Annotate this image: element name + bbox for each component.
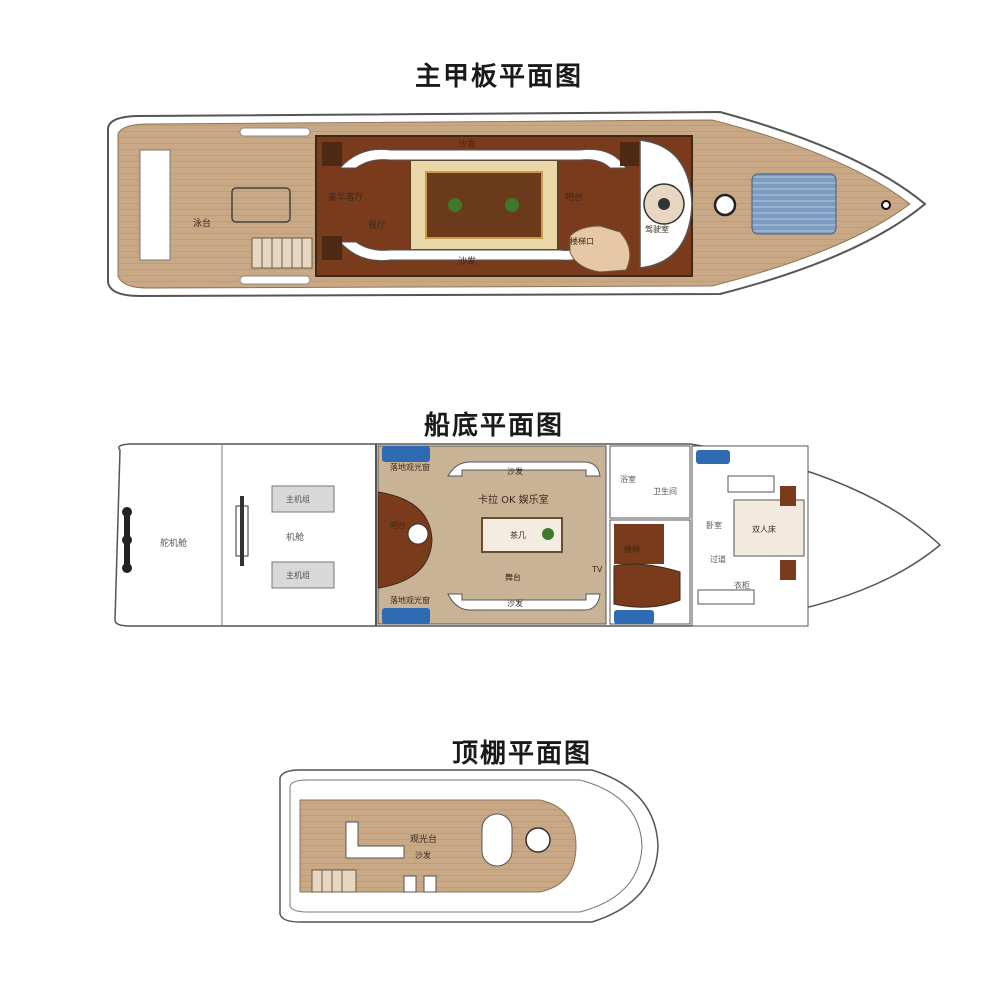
ktv-sofa-bottom <box>447 593 601 611</box>
chair-icon <box>322 142 342 166</box>
bow-sunpad <box>751 173 837 235</box>
main-deck-plan: 泳台 沙发 沙发 豪华客厅 餐厅 吧台 驾驶室 <box>107 110 927 298</box>
top-stairs <box>311 869 357 893</box>
window-top-label: 落地观光窗 <box>390 462 430 472</box>
bed <box>733 499 805 557</box>
window-top-right <box>696 450 730 464</box>
main-engine-top <box>271 485 335 513</box>
bath-right-label: 卫生间 <box>653 486 677 496</box>
side-rail-bottom <box>239 275 311 285</box>
top-helm-wheel-icon <box>525 827 551 853</box>
salon-label: 豪华客厅 <box>328 191 364 203</box>
ktv-sofa-top-label: 沙发 <box>507 466 523 476</box>
bar-label: 吧台 <box>565 191 583 203</box>
top-helm-seat <box>481 813 513 867</box>
ktv-bar <box>377 491 433 589</box>
desk <box>727 475 775 493</box>
bed-label: 双人床 <box>752 524 776 534</box>
aft-stairs <box>251 237 313 269</box>
aft-deck-label: 泳台 <box>193 217 211 229</box>
bath-room <box>609 445 691 519</box>
helm-label: 驾驶室 <box>645 224 669 234</box>
top-deck-title: 顶棚平面图 <box>452 739 593 769</box>
sofa-top-label: 沙发 <box>458 138 476 150</box>
spiral-stair-hull <box>613 563 681 608</box>
window-top-left <box>382 446 430 462</box>
top-deck-plan: 观光台 沙发 <box>279 769 659 923</box>
steering-label: 舵机舱 <box>160 537 187 549</box>
stage-label: 舞台 <box>505 572 521 582</box>
hull-plan-title: 船底平面图 <box>424 411 565 441</box>
plant-icon <box>505 198 519 212</box>
window-bottom-label: 落地观光窗 <box>390 595 430 605</box>
window-bottom-left <box>382 608 430 624</box>
window-bottom-mid <box>614 610 654 624</box>
wardrobe-label: 衣柜 <box>734 580 750 590</box>
main-engine-bottom-label: 主机组 <box>286 570 310 580</box>
ktv-sofa-top <box>447 461 601 477</box>
chair-icon <box>322 236 342 260</box>
tea-table-label: 茶几 <box>510 530 526 540</box>
plant-icon <box>542 528 554 540</box>
hatch-ring-icon <box>713 193 737 217</box>
ktv-bar-label: 吧台 <box>390 520 406 530</box>
aft-hatch <box>231 187 291 223</box>
chair-icon <box>620 142 642 166</box>
tv-right-label: TV <box>591 565 603 574</box>
sundeck-label: 观光台 <box>410 833 437 845</box>
bedroom-label: 卧室 <box>706 520 722 530</box>
salon-carpet-inner <box>425 171 543 239</box>
shaft-icon <box>235 496 249 566</box>
side-rail-top <box>239 127 311 137</box>
main-engine-top-label: 主机组 <box>286 494 310 504</box>
ktv-label: 卡拉 OK 娱乐室 <box>478 493 549 506</box>
hull-plan: 舵机舱 主机组 主机组 机舱 落地观光窗 落地观光窗 沙发 沙发 卡拉 OK 娱… <box>114 443 942 627</box>
wardrobe <box>697 589 755 605</box>
ktv-sofa-bottom-label: 沙发 <box>507 598 523 608</box>
l-sofa <box>345 821 405 859</box>
anchor-icon <box>881 200 891 210</box>
sofa-top <box>338 148 627 169</box>
swim-platform <box>139 149 171 261</box>
spiral-stair <box>569 225 631 273</box>
engine-room-label: 机舱 <box>286 531 304 543</box>
bath-left-label: 浴室 <box>620 474 636 484</box>
main-deck-title: 主甲板平面图 <box>415 62 584 92</box>
plant-icon <box>448 198 462 212</box>
corridor-label: 过道 <box>710 554 726 564</box>
top-sofa-label: 沙发 <box>415 850 431 860</box>
rudder-gear-icon <box>122 507 132 573</box>
stair-label: 楼梯 <box>624 544 640 554</box>
main-engine-bottom <box>271 561 335 589</box>
dining-label: 餐厅 <box>368 219 386 231</box>
stairs-label: 楼梯口 <box>570 236 594 246</box>
sofa-bottom-label: 沙发 <box>458 255 476 267</box>
